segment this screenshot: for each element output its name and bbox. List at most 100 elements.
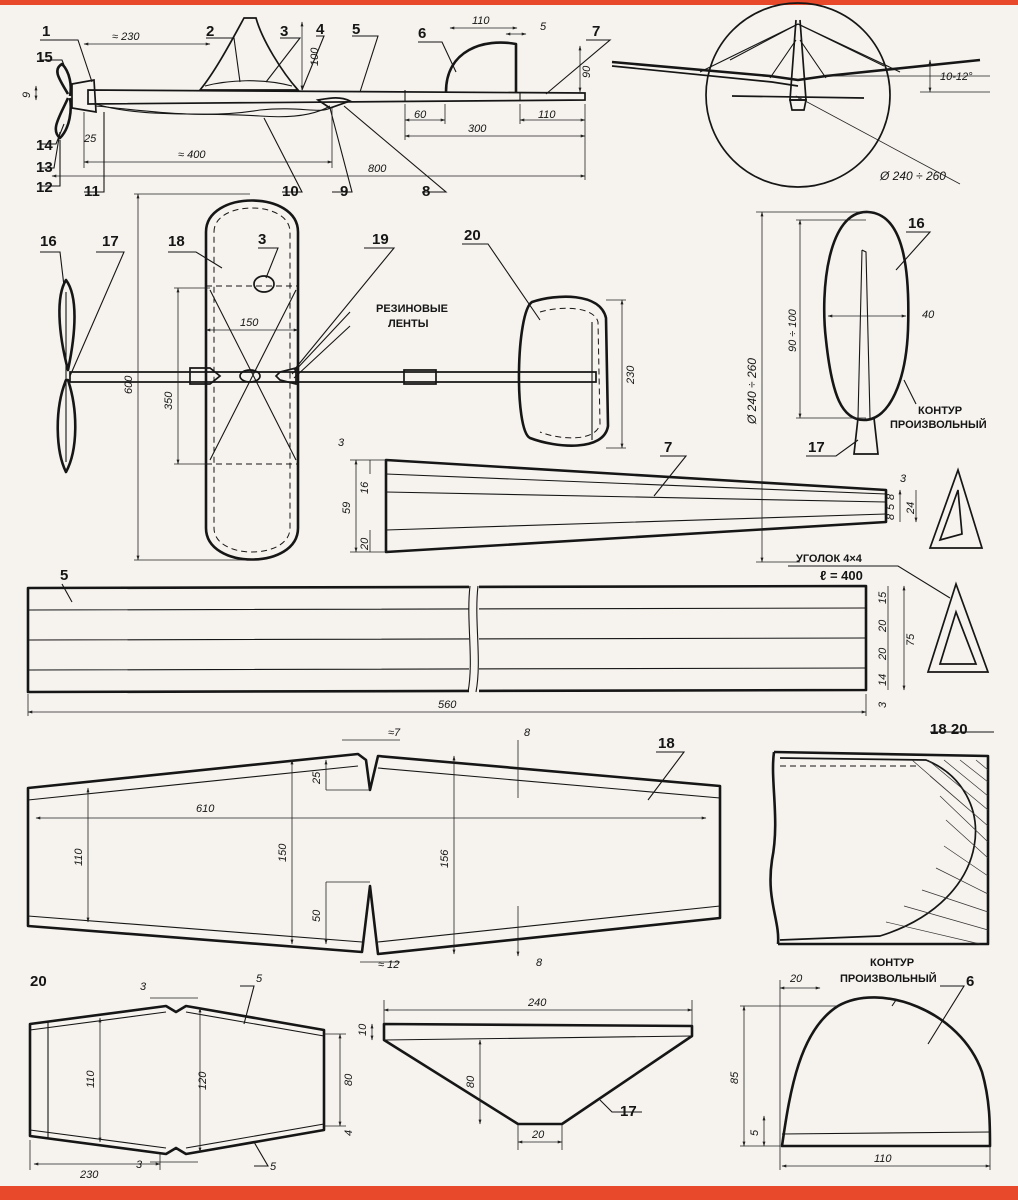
dim-prop-dia-2: Ø 240 ÷ 260 [745,358,759,425]
contour-note-line1: КОНТУР [918,405,962,417]
dim-600: 600 [123,375,135,394]
dim-p7-3b: 3 [900,473,907,485]
dim-110b: 110 [538,109,556,121]
wingtip-detail: 18 20 [769,721,994,946]
callout-18b: 18 [658,735,675,752]
bottom-color-band [0,1186,1018,1200]
angle-note: УГОЛОК 4×4 [796,553,863,565]
callout-2: 2 [206,23,214,40]
dim-w-7: ≈7 [388,727,401,739]
dim-s-5a: 5 [256,973,263,985]
dim-f6-5: 5 [749,1129,761,1136]
callout-8: 8 [422,183,430,200]
dim-230: ≈ 230 [112,31,140,43]
dim-p7-59: 59 [341,502,353,514]
dim-angle: 10-12° [940,71,973,83]
dim-p5-20b: 20 [877,647,889,661]
dim-s-4: 4 [343,1130,355,1136]
callout-7b: 7 [664,439,672,456]
front-view: 10-12° Ø 240 ÷ 260 [611,2,990,188]
top-color-band [0,0,1018,5]
dim-w-8a: 8 [524,727,531,739]
dim-p5-14: 14 [877,674,889,686]
callout-14: 14 [36,137,53,154]
callout-16: 16 [40,233,57,250]
dim-p5-15: 15 [877,591,889,604]
callout-1: 1 [42,23,50,40]
callout-3: 3 [280,23,288,40]
callout-16b: 16 [908,215,925,232]
dim-w-156: 156 [439,849,451,868]
dim-w-25: 25 [311,771,323,785]
dim-300: 300 [468,123,487,135]
callout-6b: 6 [966,973,974,990]
dim-f17-240: 240 [527,997,547,1009]
side-view: 1 2 3 4 5 6 7 15 14 13 12 11 10 9 8 ≈ 23… [21,15,612,200]
dim-s-80: 80 [343,1073,355,1086]
dim-w-110: 110 [73,848,85,866]
fin6-contour-line1: КОНТУР [870,957,914,969]
fin6-contour-line2: ПРОИЗВОЛЬНЫЙ [840,972,937,985]
dim-800: 800 [368,163,387,175]
callout-12: 12 [36,179,53,196]
dim-f6-20: 20 [789,973,803,985]
callout-11: 11 [84,183,100,200]
dim-p7-3a: 3 [338,437,345,449]
callout-4: 4 [316,21,325,38]
callout-17b: 17 [808,439,825,456]
dim-s-5b: 5 [270,1161,277,1173]
dim-p7-24: 24 [905,502,917,515]
dim-f6-110: 110 [874,1153,892,1165]
dim-40: 40 [922,309,935,321]
callout-17c: 17 [620,1103,637,1120]
dim-w-150: 150 [277,843,289,862]
dim-400: ≈ 400 [178,149,206,161]
part-7-fuselage-tail: 7 3 16 59 20 3 8 5 8 24 [338,437,984,554]
dim-5: 5 [540,21,547,33]
wingtip-label: 18 20 [930,721,968,738]
part-17-fin: 17 240 10 80 20 [357,997,694,1150]
dim-150: 150 [240,317,259,329]
callout-13: 13 [36,159,53,176]
callout-18: 18 [168,233,185,250]
length-note: ℓ = 400 [820,568,863,583]
dim-s-3a: 3 [140,981,147,993]
callout-17: 17 [102,233,119,250]
dim-p5-560: 560 [438,699,457,711]
dim-p5-3: 3 [877,701,889,708]
part-6-fin: 6 20 КОНТУР ПРОИЗВОЛЬНЫЙ 85 5 110 [729,957,992,1170]
rubber-note-line1: РЕЗИНОВЫЕ [376,303,448,315]
dim-s-3b: 3 [136,1159,143,1171]
callout-5b: 5 [60,567,68,584]
callout-7: 7 [592,23,600,40]
dim-s-120: 120 [197,1071,209,1090]
dim-f17-10: 10 [357,1023,369,1036]
dim-p7-8b: 8 [885,513,897,520]
dim-110: 110 [472,15,490,27]
dim-p7-5: 5 [885,503,897,510]
dim-p5-20a: 20 [877,619,889,633]
dim-f17-80: 80 [465,1075,477,1088]
callout-10: 10 [282,183,299,200]
callout-6: 6 [418,25,426,42]
callout-20: 20 [464,227,481,244]
dim-f17-20: 20 [531,1129,545,1141]
dim-100: 100 [309,47,321,66]
dim-230-plan: 230 [625,365,637,385]
dim-s-230: 230 [79,1169,99,1181]
dim-s-110: 110 [85,1070,97,1088]
part-18-wing: 18 ≈7 8 25 610 110 150 156 50 ≈ 12 8 [26,727,722,971]
plan-view: 16 17 18 3 19 20 РЕЗИНОВЫЕ ЛЕНТЫ 150 350… [40,193,637,561]
callout-19: 19 [372,231,389,248]
dim-w-50: 50 [311,909,323,922]
dim-p7-16: 16 [359,481,371,494]
dim-f6-85: 85 [729,1071,741,1084]
callout-15: 15 [36,49,53,66]
dim-p7-20: 20 [359,537,371,551]
dim-350: 350 [163,391,175,410]
callout-9: 9 [340,183,348,200]
part-20-stabilizer: 20 3 5 110 120 80 4 230 3 5 [28,973,355,1181]
dim-90: 90 [581,65,593,78]
callout-20b: 20 [30,973,47,990]
